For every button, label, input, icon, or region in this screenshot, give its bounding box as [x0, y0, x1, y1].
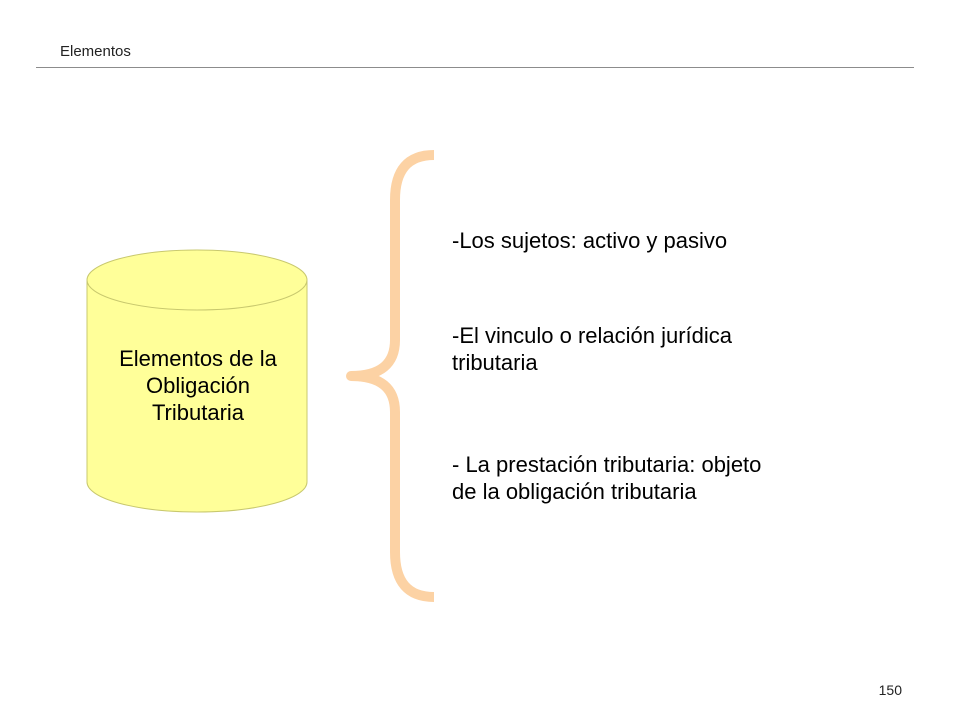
- element-item-line: tributaria: [452, 350, 538, 375]
- curly-brace: [346, 150, 435, 602]
- cylinder-body: [86, 279, 308, 513]
- header-rule: [36, 67, 914, 68]
- cylinder-label-line: Obligación: [146, 373, 250, 398]
- page-number: 150: [878, 682, 902, 698]
- header-title: Elementos: [60, 43, 131, 60]
- element-item-vinculo: -El vinculo o relación jurídica tributar…: [452, 322, 872, 376]
- cylinder-label-line: Tributaria: [151, 400, 245, 425]
- cylinder-top: [86, 249, 308, 311]
- element-item-line: -Los sujetos: activo y pasivo: [452, 228, 728, 253]
- cylinder-label: Elementos de la Obligación Tributaria: [88, 345, 308, 426]
- cylinder-label-line: Elementos de la: [119, 346, 277, 371]
- cylinder-shape: [86, 249, 308, 513]
- element-item-prestacion: - La prestación tributaria: objeto de la…: [452, 451, 872, 505]
- element-item-sujetos: -Los sujetos: activo y pasivo: [452, 227, 872, 254]
- element-item-line: - La prestación tributaria: objeto: [452, 452, 762, 477]
- element-item-line: de la obligación tributaria: [452, 479, 697, 504]
- element-item-line: -El vinculo o relación jurídica: [452, 323, 733, 348]
